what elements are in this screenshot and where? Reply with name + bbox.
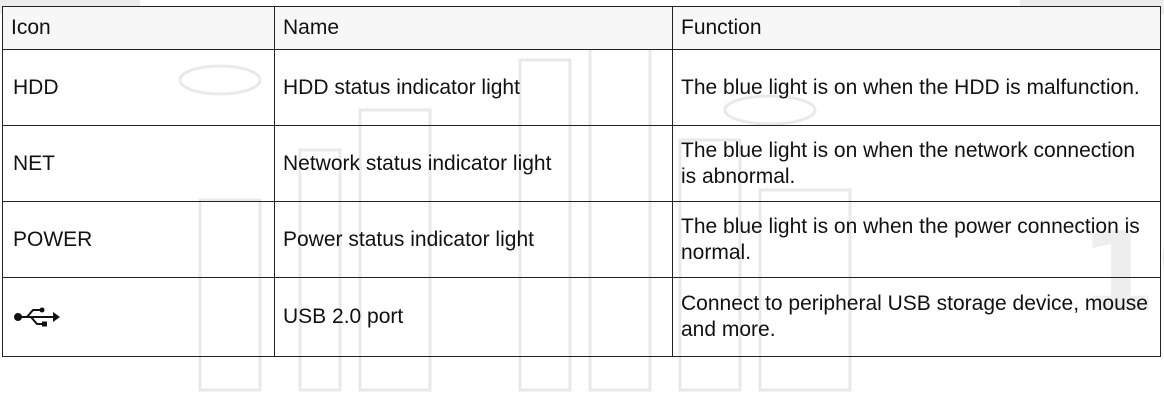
table-row: HDD HDD status indicator light The blue … [2,49,1161,126]
usb-icon [14,307,60,327]
header-icon: Icon [2,6,275,50]
table-header-row: Icon Name Function [2,6,1161,50]
row-function: Connect to peripheral USB storage device… [672,277,1161,357]
header-function: Function [672,6,1161,50]
row-name: Power status indicator light [274,201,673,278]
row-icon-label: HDD [2,49,275,126]
table-row: NET Network status indicator light The b… [2,125,1161,202]
row-icon-label: NET [2,125,275,202]
indicator-table: Icon Name Function HDD HDD status indica… [2,6,1161,357]
row-name: HDD status indicator light [274,49,673,126]
row-icon-cell [2,277,275,357]
header-name: Name [274,6,673,50]
row-icon-label: POWER [2,201,275,278]
table-row: USB 2.0 port Connect to peripheral USB s… [2,277,1161,357]
row-function: The blue light is on when the network co… [672,125,1161,202]
row-function: The blue light is on when the HDD is mal… [672,49,1161,126]
row-name: Network status indicator light [274,125,673,202]
row-name: USB 2.0 port [274,277,673,357]
row-function: The blue light is on when the power conn… [672,201,1161,278]
table-row: POWER Power status indicator light The b… [2,201,1161,278]
